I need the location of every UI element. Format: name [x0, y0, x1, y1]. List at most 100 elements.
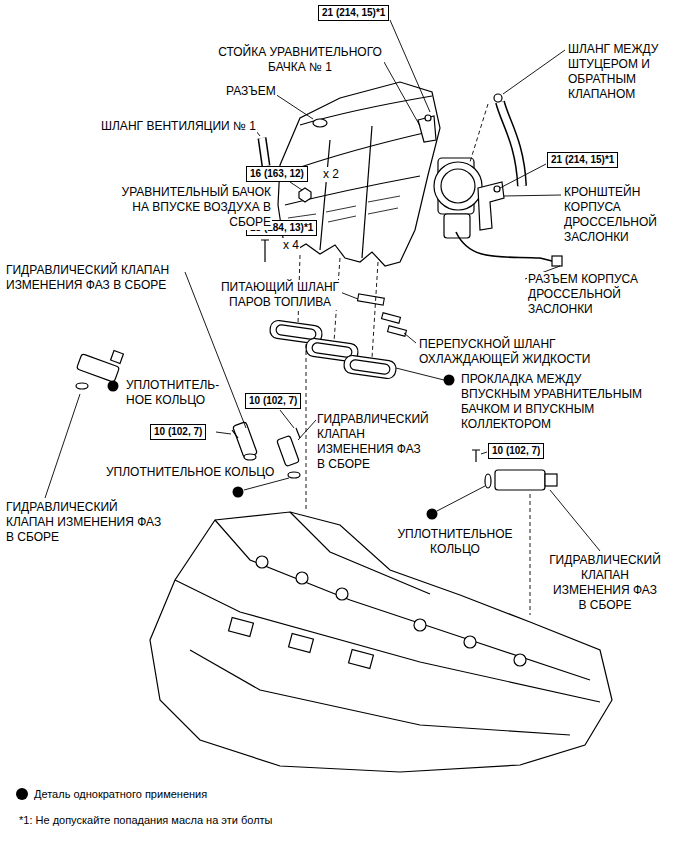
engine-block — [464, 636, 476, 648]
gaskets — [311, 342, 352, 357]
part-label: УПЛОТНИТЕЛЬ- НОЕ КОЛЬЦО — [125, 378, 223, 408]
engine-block — [414, 619, 426, 631]
ocv-valves — [244, 454, 256, 460]
throttle-body — [434, 158, 562, 266]
torque-value: 10 (102, 7) — [492, 445, 540, 456]
engine-block — [150, 512, 612, 772]
hose — [500, 102, 522, 186]
torque-box: 21 (214, 15)*1 — [547, 152, 618, 168]
leader-line — [500, 164, 546, 188]
throttle-body — [456, 232, 556, 262]
bolts — [261, 240, 269, 262]
intake-plenum — [362, 126, 372, 258]
bolts — [299, 188, 311, 202]
throttle-body — [441, 169, 475, 203]
leader-line — [390, 20, 430, 112]
engine-block — [175, 580, 600, 702]
part-label: x 4 — [282, 238, 300, 253]
single-use-dot — [444, 375, 455, 386]
leader-line — [504, 195, 561, 196]
torque-box: 16 (163, 12) — [246, 166, 308, 182]
torque-box: 10 (102, 7) — [245, 393, 301, 409]
ocv-valves — [472, 450, 480, 462]
ocv-valves — [233, 422, 258, 459]
hose — [500, 102, 522, 186]
part-label: ГИДРАВЛИЧЕСКИЙ КЛАПАН ИЗМЕНЕНИЯ ФАЗ В СБ… — [547, 553, 663, 613]
ocv-valves — [545, 474, 557, 486]
single-use-dot — [427, 509, 438, 520]
torque-value: 21 (214, 15)*1 — [322, 7, 385, 18]
engine-block — [150, 512, 612, 772]
engine-block — [215, 520, 590, 680]
torque-box: 21 (214, 15)*1 — [318, 5, 389, 21]
part-label: РАЗЪЕМ — [225, 84, 277, 99]
single-use-dot — [233, 487, 244, 498]
part-label: РАЗЪЕМ КОРПУСА ДРОССЕЛЬНОЙ ЗАСЛОНКИ — [527, 272, 641, 317]
part-label: ГИДРАВЛИЧЕСКИЙ КЛАПАН ИЗМЕНЕНИЯ ФАЗ В СБ… — [5, 500, 165, 545]
throttle-bracket — [494, 186, 500, 192]
dashed-guide — [306, 344, 307, 512]
gaskets — [269, 319, 397, 379]
ocv-valves — [288, 472, 300, 478]
gaskets — [275, 324, 316, 339]
torque-box: 10 (102, 7) — [150, 424, 206, 440]
dashed-guide — [470, 104, 488, 162]
leader-line — [340, 292, 358, 299]
part-label: КРОНШТЕЙН КОРПУСА ДРОССЕЛЬНОЙ ЗАСЛОНКИ — [563, 185, 660, 245]
torque-value: 10 (102, 7) — [249, 395, 297, 406]
dashed-guide — [530, 494, 531, 615]
gaskets — [343, 354, 397, 379]
part-label: ГИДРАВЛИЧЕСКИЙ КЛАПАН ИЗМЕНЕНИЯ ФАЗ В СБ… — [316, 412, 432, 472]
torque-box: 10 (102, 7) — [488, 443, 544, 459]
hose — [262, 138, 266, 166]
part-label: ПЕРЕПУСКНОЙ ШЛАНГ ОХЛАЖДАЮЩЕЙ ЖИДКОСТИ — [418, 337, 594, 367]
leader-line — [45, 394, 80, 498]
part-label: ШЛАНГ МЕЖДУ ШТУЦЕРОМ И ОБРАТНЫМ КЛАПАНОМ — [567, 42, 662, 102]
throttle-bracket — [478, 182, 504, 230]
leader-line — [298, 420, 316, 440]
engine-block — [349, 649, 374, 668]
engine-block — [229, 617, 254, 636]
single-use-dot — [16, 375, 455, 801]
hose — [358, 294, 385, 305]
dashed-guide — [372, 262, 378, 358]
engine-block — [190, 650, 570, 735]
hose — [388, 326, 407, 336]
part-label: ГИДРАВЛИЧЕСКИЙ КЛАПАН ИЗМЕНЕНИЯ ФАЗ В СБ… — [5, 263, 173, 293]
engine-block — [256, 556, 268, 568]
ocv-valves — [277, 435, 300, 466]
leader-line — [384, 62, 420, 126]
single-use-dot — [108, 381, 119, 392]
stay-bracket — [418, 116, 436, 142]
engine-block — [336, 588, 348, 600]
hose — [494, 94, 502, 102]
throttle-bracket — [478, 182, 504, 230]
part-label: ШЛАНГ ВЕНТИЛЯЦИИ № 1 — [100, 119, 257, 134]
leader-line — [280, 410, 294, 428]
part-label: УПЛОТНИТЕЛЬНОЕ КОЛЬЦО — [105, 465, 275, 480]
stay-bracket — [425, 115, 431, 121]
torque-value: 21 (214, 15)*1 — [551, 154, 614, 165]
intake-plenum — [320, 140, 330, 250]
leader-line — [404, 333, 416, 343]
engine-block — [296, 572, 308, 584]
intake-plenum — [292, 132, 428, 170]
legend-text: Деталь однократного применения — [33, 787, 208, 801]
leader-line — [437, 486, 485, 511]
hose — [262, 138, 266, 166]
ocv-valves — [296, 428, 300, 438]
torque-value: 10 (102, 7) — [154, 426, 202, 437]
part-label: ПИТАЮЩИЙ ШЛАНГ ПАРОВ ТОПЛИВА — [219, 280, 342, 310]
throttle-body — [552, 256, 562, 266]
engine-block — [289, 633, 314, 652]
single-use-dot — [16, 788, 28, 800]
ocv-valves — [495, 470, 545, 490]
throttle-body — [434, 162, 482, 210]
gaskets — [349, 359, 390, 374]
leader-line — [550, 490, 600, 551]
leader-line — [503, 50, 565, 94]
engine-block — [514, 654, 526, 666]
ocv-valves — [76, 383, 88, 389]
part-label: x 2 — [322, 167, 340, 182]
